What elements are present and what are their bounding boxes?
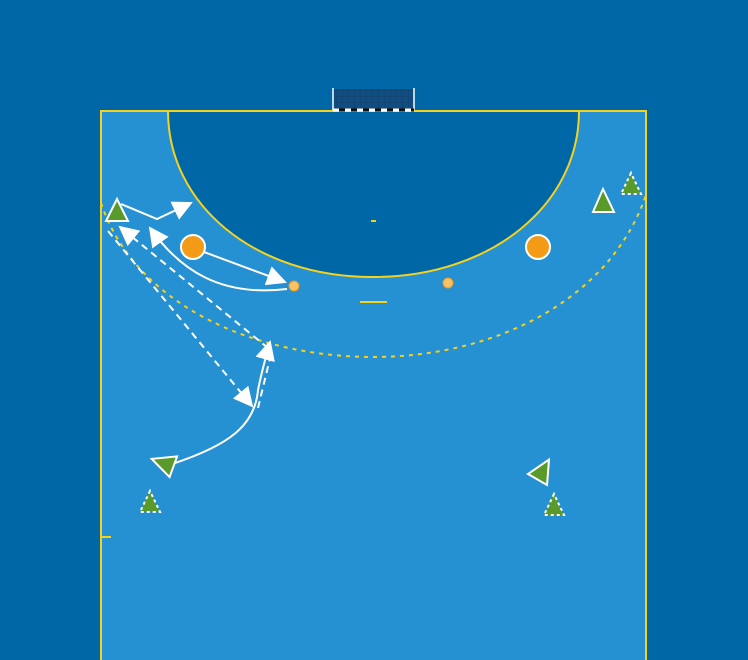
run-arrow-back: [171, 340, 275, 465]
defender-right[interactable]: [525, 234, 551, 260]
ball[interactable]: [288, 280, 300, 292]
attacker-left-back[interactable]: [148, 449, 179, 479]
attacker-right-wing[interactable]: [591, 186, 616, 213]
free-throw-line: [100, 194, 647, 359]
attacker-right-back[interactable]: [526, 454, 559, 487]
goal-area: [166, 110, 581, 279]
run-arrow-wing-cut: [120, 201, 193, 221]
goal: [332, 88, 415, 112]
pass-arrow-to-wing: [118, 225, 269, 349]
attacker-waiting-right-back[interactable]: [542, 491, 566, 516]
defender-return-arrow: [148, 226, 288, 292]
pass-arrow-to-back: [107, 230, 254, 408]
attacker-waiting-right-wing[interactable]: [619, 170, 643, 195]
defender-move-arrow: [203, 251, 287, 286]
defender-left[interactable]: [180, 234, 206, 260]
attacker-left-wing[interactable]: [104, 196, 130, 222]
ball[interactable]: [442, 277, 454, 289]
attacker-waiting-left-back[interactable]: [138, 488, 162, 513]
